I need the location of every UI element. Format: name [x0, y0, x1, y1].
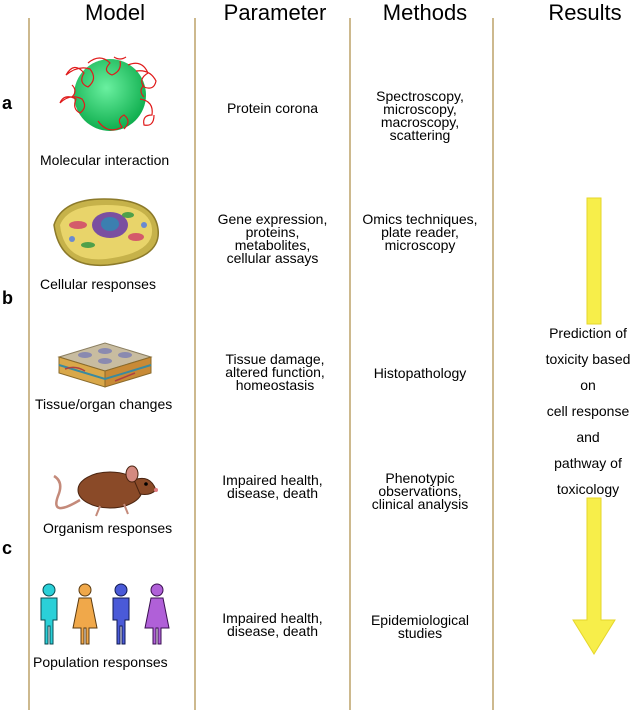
- results-line: on: [580, 377, 596, 393]
- methods-row-1: Spectroscopy, microscopy, macroscopy, sc…: [355, 88, 485, 143]
- results-line: and: [576, 429, 600, 445]
- parameter-text: disease, death: [226, 623, 319, 639]
- model-cellular-responses: Cellular responses: [40, 276, 156, 292]
- methods-text: macroscopy,: [380, 114, 460, 130]
- tissue-icon: [57, 342, 153, 388]
- methods-text: Omics techniques,: [362, 211, 478, 227]
- header-results: Results: [548, 0, 622, 25]
- divider-4: [492, 18, 494, 710]
- methods-text: plate reader,: [381, 224, 459, 240]
- results-line: cell response: [546, 403, 630, 419]
- results-arrow: [572, 197, 616, 655]
- parameter-text: disease, death: [226, 485, 319, 501]
- methods-row-5: Epidemiological studies: [355, 612, 485, 641]
- cell-icon: [53, 198, 159, 267]
- model-organism-responses: Organism responses: [43, 520, 173, 536]
- methods-text: scattering: [389, 127, 451, 143]
- mouse-icon: [53, 465, 158, 517]
- people-icon: [40, 583, 170, 645]
- results-line: Prediction of: [549, 325, 627, 341]
- methods-text: Phenotypic: [385, 470, 455, 486]
- methods-text: observations,: [378, 483, 462, 499]
- methods-row-3: Histopathology: [355, 365, 485, 381]
- methods-text: Epidemiological: [370, 612, 470, 628]
- divider-2: [194, 18, 196, 710]
- results-text: Prediction of toxicity based on cell res…: [523, 320, 638, 502]
- parameter-row-2: Gene expression, proteins, metabolites, …: [200, 211, 345, 266]
- row-letter-c: c: [2, 538, 13, 558]
- header-methods: Methods: [382, 0, 468, 25]
- results-line: pathway of: [554, 455, 622, 471]
- protein-corona-icon: [59, 56, 157, 131]
- parameter-text: Impaired health,: [222, 472, 323, 488]
- row-letter-b: b: [2, 288, 13, 308]
- parameter-text: metabolites,: [234, 237, 311, 253]
- divider-3: [349, 18, 351, 710]
- parameter-row-5: Impaired health, disease, death: [200, 610, 345, 639]
- parameter-text: homeostasis: [235, 377, 315, 393]
- results-line: toxicity based: [545, 351, 631, 367]
- methods-row-2: Omics techniques, plate reader, microsco…: [350, 211, 490, 253]
- model-population-responses: Population responses: [33, 654, 168, 670]
- parameter-text: Impaired health,: [222, 610, 323, 626]
- methods-text: clinical analysis: [371, 496, 469, 512]
- parameter-row-4: Impaired health, disease, death: [200, 472, 345, 501]
- parameter-row-1: Protein corona: [200, 100, 345, 116]
- model-molecular-interaction: Molecular interaction: [40, 152, 170, 168]
- row-letter-a: a: [2, 93, 13, 113]
- methods-text: Spectroscopy,: [376, 88, 464, 104]
- parameter-text: proteins,: [245, 224, 300, 240]
- header-model: Model: [85, 0, 145, 25]
- parameter-text: altered function,: [225, 364, 325, 380]
- methods-text: Histopathology: [373, 365, 467, 381]
- parameter-text: Tissue damage,: [225, 351, 325, 367]
- divider-1: [28, 18, 30, 710]
- methods-row-4: Phenotypic observations, clinical analys…: [350, 470, 490, 512]
- model-tissue-organ-changes: Tissue/organ changes: [35, 396, 173, 412]
- methods-text: studies: [397, 625, 443, 641]
- header-parameter: Parameter: [223, 0, 327, 25]
- parameter-text: cellular assays: [226, 250, 319, 266]
- methods-text: microscopy: [384, 237, 456, 253]
- parameter-text: Gene expression,: [217, 211, 328, 227]
- parameter-text: Protein corona: [226, 100, 319, 116]
- methods-text: microscopy,: [383, 101, 457, 117]
- results-line: toxicology: [556, 481, 620, 497]
- parameter-row-3: Tissue damage, altered function, homeost…: [200, 351, 350, 393]
